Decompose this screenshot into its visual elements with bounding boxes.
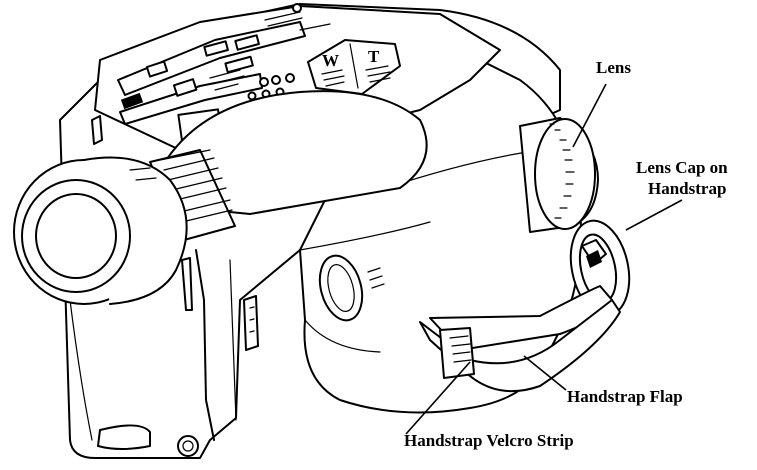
handstrap-flap-label: Handstrap Flap xyxy=(567,387,683,406)
lens-cap-callout-line xyxy=(625,199,683,231)
handstrap-flap-callout-line xyxy=(523,355,567,391)
lens-label: Lens xyxy=(596,58,631,77)
viewfinder xyxy=(13,90,428,305)
handstrap-velcro-strip-label: Handstrap Velcro Strip xyxy=(404,431,574,450)
handstrap xyxy=(419,219,631,393)
zoom-w-label: W xyxy=(322,51,339,70)
lens-cap-label-line2: Handstrap xyxy=(648,179,726,198)
zoom-rocker: W T xyxy=(307,39,401,95)
lens xyxy=(519,117,599,233)
lens-callout-line xyxy=(572,83,607,148)
camcorder-body xyxy=(59,3,582,459)
handstrap-velcro-callout-line xyxy=(405,361,471,435)
lens-cap-label-line1: Lens Cap on xyxy=(636,158,728,177)
zoom-t-label: T xyxy=(368,47,380,66)
